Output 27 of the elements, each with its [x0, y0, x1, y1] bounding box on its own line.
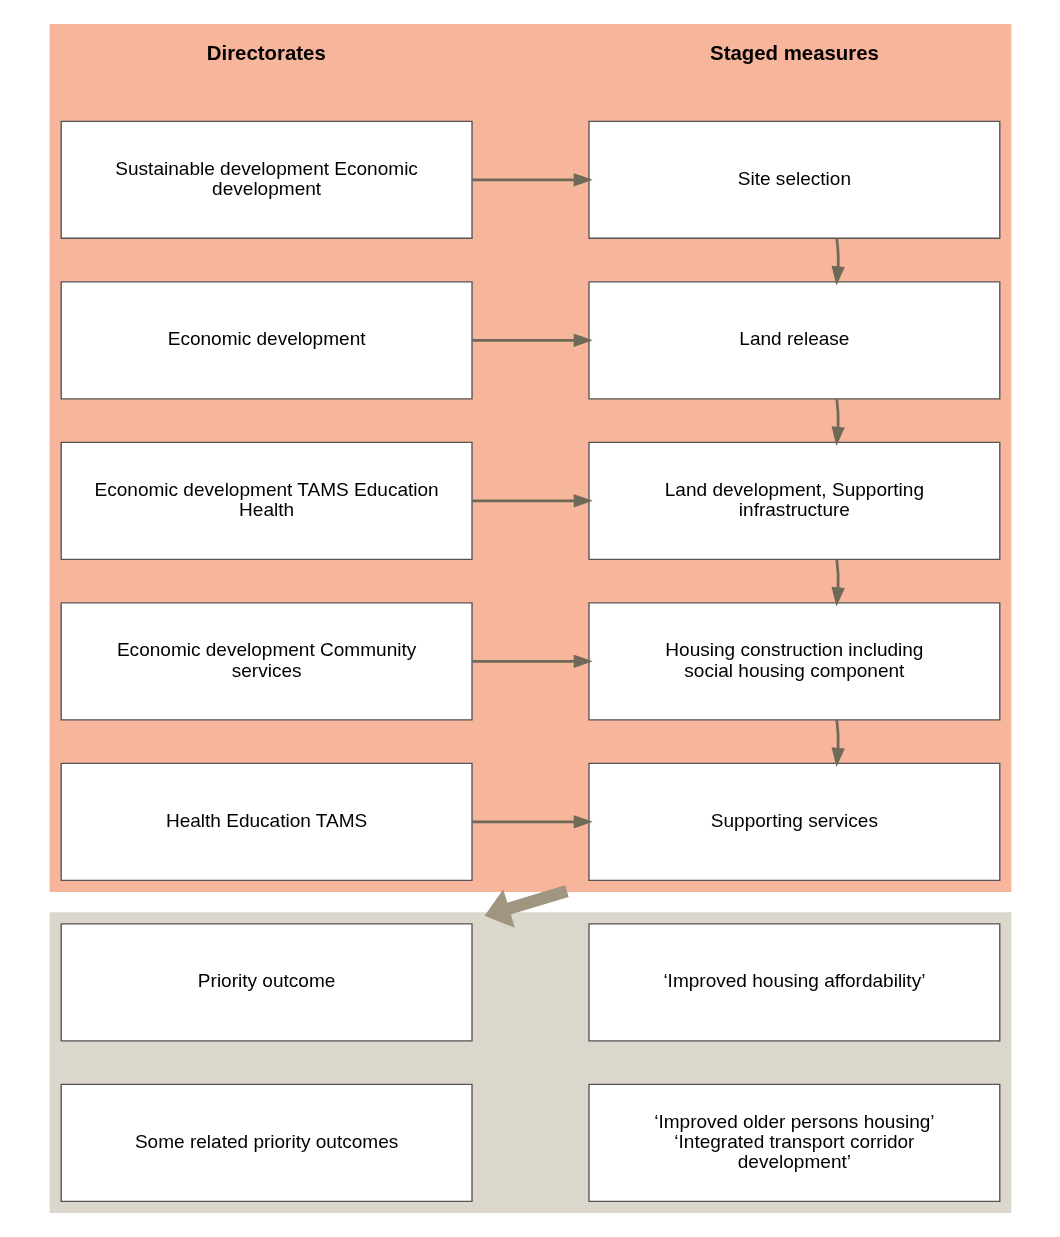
node-box: Supporting services	[587, 762, 1000, 882]
label: Directorates	[206, 42, 326, 65]
cluster	[49, 24, 1011, 892]
arrow	[831, 238, 845, 286]
cluster	[49, 912, 1011, 1213]
node-box: ‘Improved older persons housing’ ‘Integrated transport corridor development’	[587, 1083, 1000, 1203]
node-box: Priority outcome	[60, 923, 473, 1042]
arrow	[471, 173, 593, 187]
node-box: Sustainable development Economic development	[60, 120, 473, 239]
arrow	[471, 494, 593, 508]
node-box: Housing construction including social housing component	[587, 602, 1000, 721]
arrow	[471, 333, 593, 347]
node-box: Some related priority outcomes	[60, 1083, 473, 1203]
node-box: Site selection	[587, 120, 1000, 239]
arrow	[471, 815, 593, 829]
node-box: Economic development Community services	[60, 602, 473, 721]
node-box: Economic development TAMS Education Health	[60, 441, 473, 560]
node-box: ‘Improved housing affordability’	[587, 923, 1000, 1042]
node-box: Land release	[587, 281, 1000, 400]
node-box: Health Education TAMS	[60, 762, 473, 882]
node-box: Economic development	[60, 281, 473, 400]
arrow	[831, 719, 845, 767]
arrow	[831, 559, 845, 607]
arrow	[831, 398, 845, 446]
node-box: Land development, Supporting infrastructure	[587, 441, 1000, 560]
arrow	[471, 654, 593, 669]
label: Staged measures	[709, 42, 879, 65]
